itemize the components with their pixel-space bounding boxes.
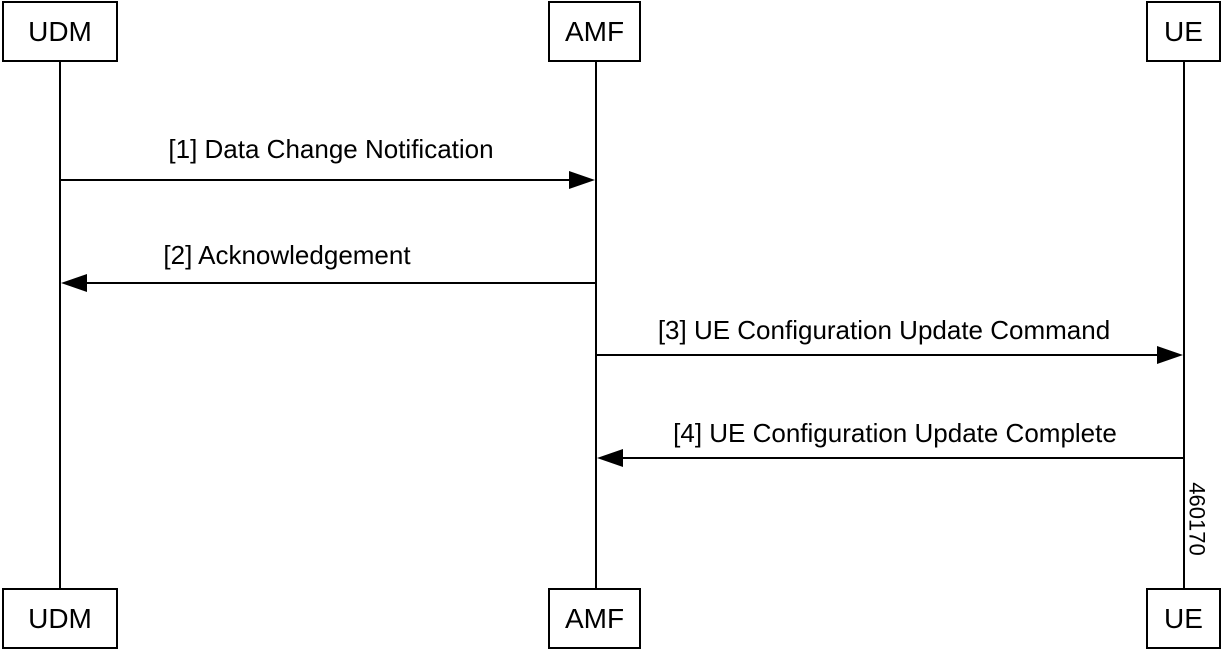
message-4: [4] UE Configuration Update Complete <box>597 418 1184 467</box>
message-3-arrowhead <box>1157 346 1183 364</box>
participant-amf-top-label: AMF <box>565 16 624 47</box>
message-1-label: [1] Data Change Notification <box>168 134 493 164</box>
participant-udm-bottom-label: UDM <box>28 603 92 634</box>
participant-ue-top: UE <box>1146 1 1221 62</box>
message-1: [1] Data Change Notification <box>60 134 595 189</box>
participant-ue-bottom-label: UE <box>1164 603 1203 634</box>
message-3-label: [3] UE Configuration Update Command <box>658 315 1110 345</box>
participant-udm-top-label: UDM <box>28 16 92 47</box>
participant-amf-bottom: AMF <box>548 588 641 649</box>
participant-ue-top-label: UE <box>1164 16 1203 47</box>
participant-udm-top: UDM <box>2 1 118 62</box>
message-4-arrowhead <box>597 449 623 467</box>
participant-ue-bottom: UE <box>1146 588 1221 649</box>
message-3: [3] UE Configuration Update Command <box>596 315 1183 364</box>
participant-amf-top: AMF <box>548 1 641 62</box>
message-4-label: [4] UE Configuration Update Complete <box>673 418 1117 448</box>
message-2: [2] Acknowledgement <box>61 240 596 292</box>
figure-id: 460170 <box>1185 482 1210 555</box>
participant-udm-bottom: UDM <box>2 588 118 649</box>
message-2-arrowhead <box>61 274 87 292</box>
participant-amf-bottom-label: AMF <box>565 603 624 634</box>
message-2-label: [2] Acknowledgement <box>163 240 411 270</box>
message-1-arrowhead <box>569 171 595 189</box>
